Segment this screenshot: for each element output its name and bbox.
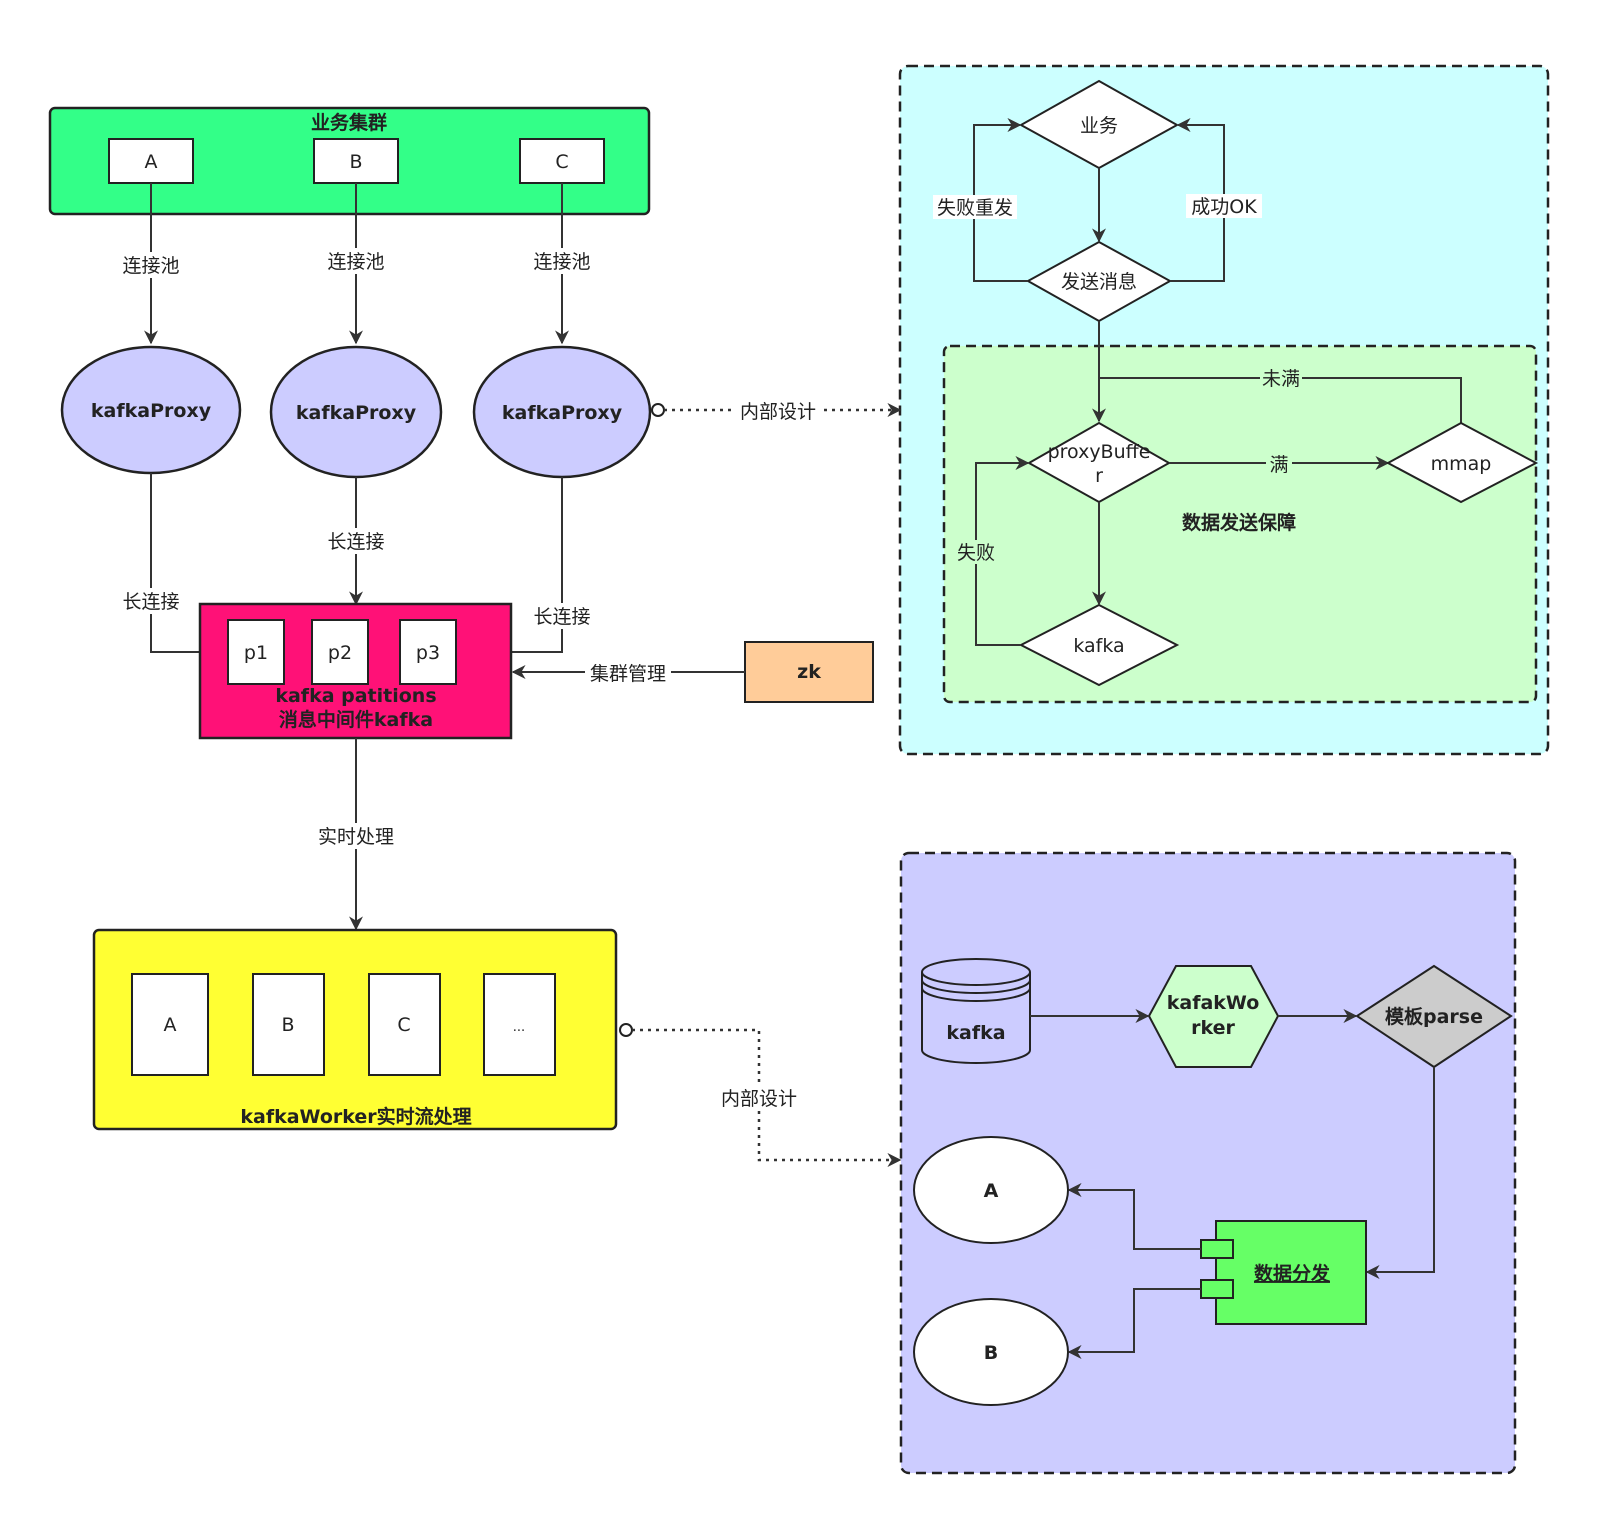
edge-label-pool-2: 连接池	[327, 251, 384, 273]
dispatch-port-2	[1200, 1279, 1234, 1299]
edge-label-pool-3: 连接池	[533, 251, 590, 273]
edge-label-cluster-mgmt: 集群管理	[590, 663, 666, 685]
send-diamond-label: 发送消息	[1061, 271, 1137, 293]
edge-label-long-1: 长连接	[122, 591, 179, 613]
output-b-label: B	[984, 1342, 998, 1364]
worker-item-b-label: B	[281, 1014, 294, 1036]
edge-template-dispatch	[1365, 1067, 1435, 1279]
mmap-label: mmap	[1431, 453, 1492, 475]
edge-label-fail-resend: 失败重发	[937, 197, 1013, 219]
design-link-origin-bottom	[619, 1023, 633, 1037]
design-link-top-label: 内部设计	[740, 401, 816, 423]
edge-label-realtime: 实时处理	[318, 826, 394, 848]
edge-label-long-2: 长连接	[327, 531, 384, 553]
design-link-origin-top	[651, 403, 665, 417]
cluster-node-b[interactable]	[313, 138, 399, 184]
edge-label-pool-1: 连接池	[122, 255, 179, 277]
edge-not-full	[1099, 377, 1462, 423]
kafka-worker-title: kafkaWorker实时流处理	[240, 1105, 471, 1128]
cluster-node-b-label: B	[349, 151, 362, 173]
kafka-proxy-2-label: kafkaProxy	[296, 402, 417, 424]
kafka-box-title-1: kafka patitions	[275, 685, 436, 707]
edge-dispatch-b	[1067, 1288, 1201, 1359]
kafka-worker-hexagon[interactable]	[1147, 965, 1280, 1068]
guarantee-title: 数据发送保障	[1182, 511, 1296, 534]
output-a[interactable]	[913, 1136, 1069, 1244]
output-b[interactable]	[913, 1298, 1069, 1406]
kafka-proxy-1-label: kafkaProxy	[91, 400, 212, 422]
business-diamond-label: 业务	[1080, 115, 1118, 137]
edge-label-fail: 失败	[957, 542, 995, 564]
kafka-diamond[interactable]	[1018, 603, 1180, 687]
cluster-node-a[interactable]	[108, 138, 194, 184]
mmap-diamond[interactable]	[1385, 421, 1539, 504]
kafka-box-title-2: 消息中间件kafka	[279, 708, 433, 731]
worker-item-a-label: A	[164, 1014, 177, 1036]
dispatch-port-1	[1200, 1239, 1234, 1259]
proxy-buffer-label-1: proxyBuffe	[1048, 441, 1151, 463]
edge-label-long-3: 长连接	[533, 606, 590, 628]
worker-item-c[interactable]	[368, 973, 441, 1076]
partition-p2-label: p2	[328, 642, 352, 664]
output-a-label: A	[984, 1180, 999, 1202]
data-dispatch-label: 数据分发	[1254, 1262, 1331, 1285]
partition-p3-label: p3	[416, 642, 440, 664]
cluster-node-a-label: A	[145, 151, 158, 173]
partition-p1-label: p1	[244, 642, 268, 664]
partition-p1[interactable]	[227, 619, 285, 685]
worker-item-c-label: C	[397, 1014, 410, 1036]
kafka-proxy-3-label: kafkaProxy	[502, 402, 623, 424]
kafka-database-icon[interactable]	[921, 958, 1031, 1064]
partition-p3[interactable]	[399, 619, 457, 685]
kafka-database-label: kafka	[946, 1022, 1005, 1044]
edge-label-not-full: 未满	[1262, 368, 1300, 390]
zk-label: zk	[797, 661, 821, 683]
edge-label-success: 成功OK	[1191, 196, 1257, 218]
template-parse-label: 模板parse	[1385, 1005, 1483, 1028]
edge-dispatch-a	[1067, 1183, 1201, 1250]
cluster-node-c[interactable]	[519, 138, 605, 184]
data-dispatch-component[interactable]	[1215, 1220, 1367, 1325]
kafka-worker-hex-label-2: rker	[1191, 1017, 1235, 1039]
worker-item-b[interactable]	[252, 973, 325, 1076]
worker-item-more[interactable]	[483, 973, 556, 1076]
business-cluster-title: 业务集群	[311, 111, 387, 134]
partition-p2[interactable]	[311, 619, 369, 685]
proxy-buffer-label-2: r	[1095, 465, 1103, 487]
design-link-bottom-label: 内部设计	[721, 1088, 797, 1110]
kafka-worker-hex-label-1: kafakWo	[1167, 992, 1260, 1014]
worker-item-a[interactable]	[131, 973, 209, 1076]
kafka-diamond-label: kafka	[1073, 635, 1124, 657]
worker-item-more-label: ...	[513, 1020, 525, 1035]
zk-box[interactable]	[744, 641, 874, 703]
cluster-node-c-label: C	[555, 151, 568, 173]
edge-label-full: 满	[1269, 454, 1288, 476]
